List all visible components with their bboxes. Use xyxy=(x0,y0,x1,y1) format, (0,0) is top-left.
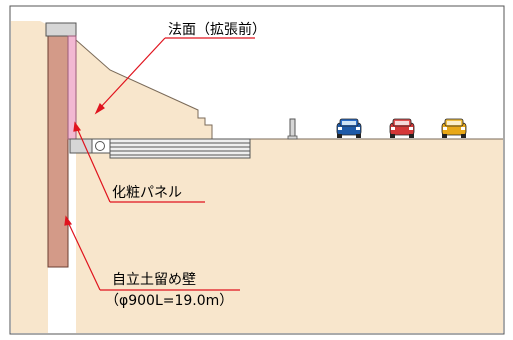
wall-cap xyxy=(45,22,77,37)
soil-left-slope xyxy=(11,21,48,25)
drainage-mat xyxy=(109,138,251,159)
anchor-plate xyxy=(69,138,93,154)
label-retaining-wall: 自立土留め壁 xyxy=(112,272,196,288)
soil-left xyxy=(11,25,48,333)
retaining-wall xyxy=(47,35,69,268)
label-retaining-wall-spec: （φ900L=19.0m） xyxy=(105,293,234,309)
leader-panel xyxy=(73,121,205,203)
ground-line xyxy=(75,39,503,140)
anchor-bolt-icon xyxy=(95,141,105,151)
car-yellow-icon xyxy=(441,118,467,138)
guard-post-icon xyxy=(287,118,298,140)
leader-wall xyxy=(64,215,240,291)
label-slope-face: 法面（拡張前） xyxy=(168,22,266,38)
car-blue-icon xyxy=(336,118,362,138)
leader-slope xyxy=(94,37,255,115)
soil-right xyxy=(76,40,503,333)
label-facing-panel: 化粧パネル xyxy=(112,185,182,201)
car-red-icon xyxy=(389,118,415,138)
